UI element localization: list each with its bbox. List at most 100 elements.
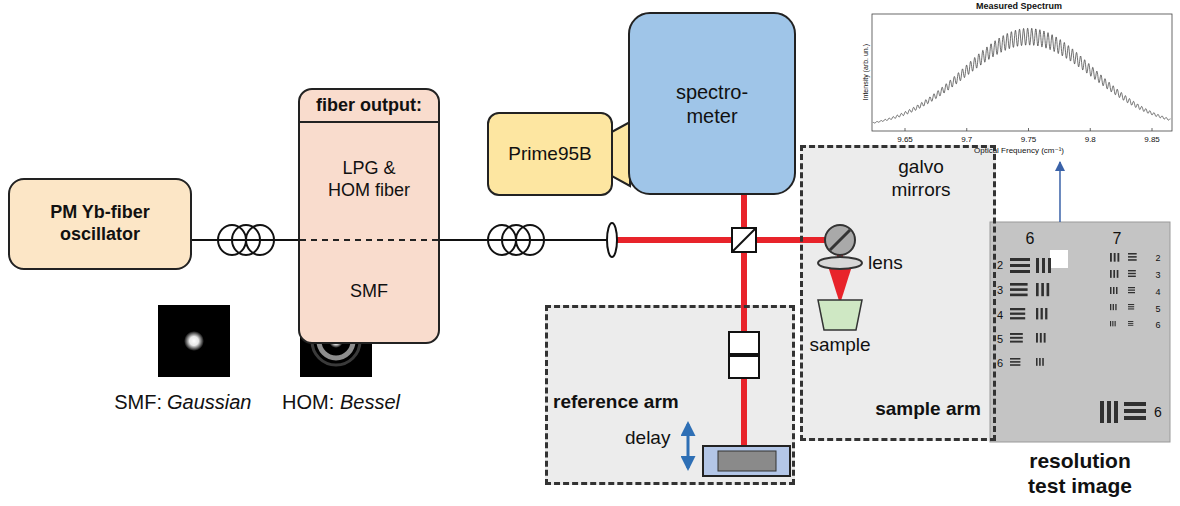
- target-bar: [1045, 308, 1047, 319]
- target-bar: [1128, 308, 1134, 309]
- target-bar: [1048, 258, 1051, 273]
- target-number: 4: [997, 309, 1003, 322]
- sample-arm-panel: [800, 145, 996, 441]
- target-bar: [1010, 288, 1028, 291]
- tick-mark: [1090, 128, 1091, 131]
- target-bar: [1010, 283, 1028, 286]
- header-divider: [300, 121, 438, 123]
- target-bar: [1041, 308, 1043, 319]
- bessel-ring: [312, 317, 360, 365]
- target-bar: [1110, 253, 1112, 262]
- target-bar: [1010, 270, 1030, 273]
- target-bar: [1128, 256, 1137, 258]
- tick-mark: [1028, 128, 1029, 131]
- gaussian-spot: [184, 331, 204, 351]
- caption-label: Bessel: [340, 390, 400, 414]
- target-bar: [1042, 358, 1044, 366]
- target-bar: [1113, 270, 1115, 278]
- target-bar: [1117, 270, 1119, 278]
- delay-mirror: [718, 451, 776, 471]
- target-bar: [1010, 341, 1023, 343]
- target-bar: [1115, 304, 1116, 310]
- target-number: 6: [997, 357, 1003, 370]
- node-text: sample arm: [866, 398, 990, 421]
- fiber-divider: [300, 239, 438, 241]
- target-bar: [1041, 283, 1044, 296]
- spectrum-curve: [873, 28, 1171, 123]
- target-bar: [1039, 358, 1041, 366]
- target-bar: [1128, 306, 1134, 307]
- target-bar: [1116, 287, 1118, 294]
- target-bar: [1128, 270, 1136, 271]
- target-bar: [1124, 402, 1146, 406]
- target-number: 6: [1155, 320, 1160, 331]
- target-number: 3: [997, 284, 1003, 297]
- target-bar: [1107, 401, 1111, 423]
- target-number: 2: [997, 259, 1003, 272]
- target-bar: [1040, 333, 1042, 343]
- target-bar: [1010, 313, 1025, 315]
- target-bar: [1128, 322, 1133, 324]
- target-number: 5: [997, 333, 1003, 346]
- fiber: [440, 239, 607, 241]
- target-bar: [1010, 333, 1023, 335]
- target-bar: [1042, 258, 1045, 273]
- target-bar: [1036, 308, 1038, 319]
- target-bar: [1110, 321, 1111, 326]
- spectrometer-box: spectro- meter: [628, 12, 796, 195]
- caption-label: Gaussian: [167, 390, 252, 414]
- beam-splitter: [732, 228, 756, 252]
- node-text: reference arm: [553, 391, 718, 414]
- delay-stage: [703, 446, 790, 476]
- target-bar: [1010, 308, 1025, 310]
- target-bar: [1128, 253, 1137, 255]
- target-bar: [1010, 317, 1025, 319]
- tick-label: 9.85: [1144, 135, 1160, 145]
- node-text: Prime95B: [495, 143, 605, 166]
- target-number: 3: [1155, 270, 1160, 281]
- beam: [741, 195, 747, 228]
- reference-arm-panel: [545, 305, 795, 485]
- caption-label: HOM:: [282, 390, 334, 414]
- beam-profile-image: [300, 305, 372, 377]
- node-text: LPG & HOM fiber: [323, 158, 415, 201]
- target-bar: [1010, 337, 1023, 339]
- target-number: 6: [1154, 404, 1162, 421]
- lens-symbol: [607, 223, 617, 257]
- target-bar: [1128, 273, 1136, 274]
- node-text: galvo mirrors: [875, 156, 967, 202]
- fiber-output-box: fiber output:LPG & HOM fiberSMF: [298, 88, 440, 344]
- node-text: spectro- meter: [667, 80, 757, 128]
- axis-ticks: [905, 128, 1152, 131]
- tick-label: 9.8: [1085, 135, 1096, 145]
- camera-mount: [608, 122, 630, 186]
- spectrum-chart: Measured SpectrumIntensity (arb. un.)Opt…: [860, 0, 1178, 162]
- tick-mark: [1152, 128, 1153, 131]
- target-bar: [1100, 401, 1104, 423]
- node-text: SMF: [300, 281, 438, 303]
- tick-label: 9.65: [897, 135, 913, 145]
- target-number: 5: [1155, 304, 1160, 315]
- target-bar: [1036, 258, 1039, 273]
- target-bar: [1010, 361, 1020, 363]
- box-dividers: [300, 90, 438, 342]
- resolution-target-image: [990, 222, 1170, 442]
- target-bar: [1036, 333, 1038, 343]
- filter-symbol: [729, 332, 759, 354]
- laser-beam: [612, 195, 840, 447]
- target-number: 6: [1026, 229, 1035, 248]
- galvo-mirror-face: [830, 230, 850, 250]
- target-bar: [1010, 364, 1020, 366]
- node-text: Optical Frequency (cm⁻¹): [860, 146, 1178, 156]
- tick-label: 9.75: [1021, 135, 1037, 145]
- caption-label: SMF:: [114, 390, 162, 414]
- node-text: delay: [625, 427, 685, 450]
- bessel-ring: [319, 324, 353, 358]
- target-bar: [1110, 287, 1112, 294]
- target-bar: [1128, 276, 1136, 277]
- camera-box: Prime95B: [487, 112, 613, 196]
- test-image-node: resolution test image: [990, 222, 1170, 500]
